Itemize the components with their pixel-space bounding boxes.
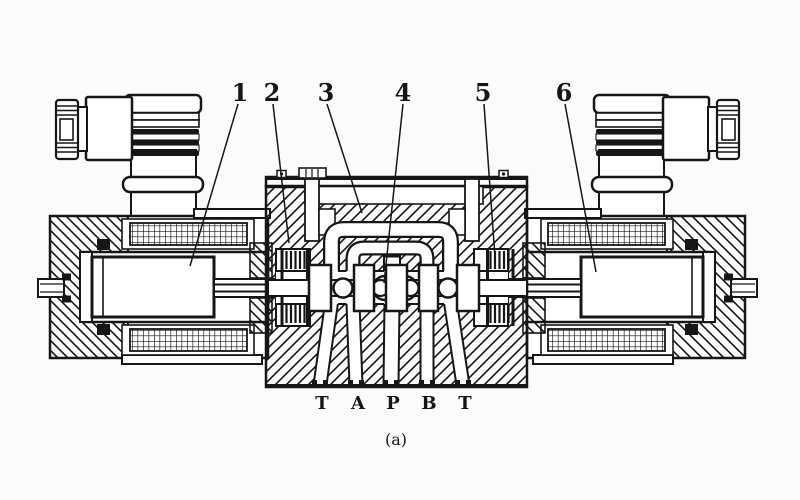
leader-line-3	[326, 103, 363, 214]
cover-screw-right-dot	[501, 172, 506, 176]
port-label-b: B	[421, 393, 436, 414]
leader-line-6	[564, 103, 597, 273]
spool-neck-circle-right	[437, 277, 459, 299]
spool-land-2	[352, 263, 376, 313]
leader-line-5	[483, 103, 496, 258]
inner-arch-channel	[347, 242, 433, 274]
bolt-slot-left	[304, 178, 320, 242]
figure-caption: (a)	[385, 430, 407, 449]
leader-line-2	[272, 103, 290, 244]
port-channel-b	[419, 302, 435, 386]
port-label-t1: T	[315, 393, 329, 414]
port-channels	[312, 302, 471, 386]
spool-neck-circle-left	[332, 277, 354, 299]
port-channel-p	[382, 302, 401, 386]
spool-lands	[307, 263, 481, 313]
callout-4: 4	[395, 78, 412, 107]
callout-2: 2	[264, 78, 281, 107]
spool-land-4	[417, 263, 440, 313]
leader-line-1	[189, 103, 239, 267]
leader-line-4	[383, 103, 404, 284]
spool-assembly	[267, 249, 528, 326]
outer-arch-channel	[325, 223, 457, 274]
callout-6: 6	[556, 78, 573, 107]
right-solenoid	[507, 207, 759, 366]
callout-numbers: 1 2 3 4 5 6	[232, 78, 573, 107]
left-solenoid	[36, 207, 288, 366]
spool-land-1	[307, 263, 333, 313]
port-label-t2: T	[458, 393, 472, 414]
callout-3: 3	[318, 78, 335, 107]
leader-lines	[189, 103, 597, 284]
callout-5: 5	[475, 78, 492, 107]
bolt-slot-right	[464, 178, 480, 242]
port-label-p: P	[386, 393, 400, 414]
right-spring	[489, 251, 510, 323]
cover-tab-ticks	[305, 169, 319, 177]
port-labels: T A P B T	[315, 393, 472, 414]
port-label-a: A	[350, 393, 366, 414]
callout-1: 1	[232, 78, 249, 107]
port-channel-a	[345, 302, 364, 386]
left-spring	[285, 251, 306, 323]
spool-land-5	[455, 263, 481, 313]
spool-land-3	[384, 263, 409, 313]
